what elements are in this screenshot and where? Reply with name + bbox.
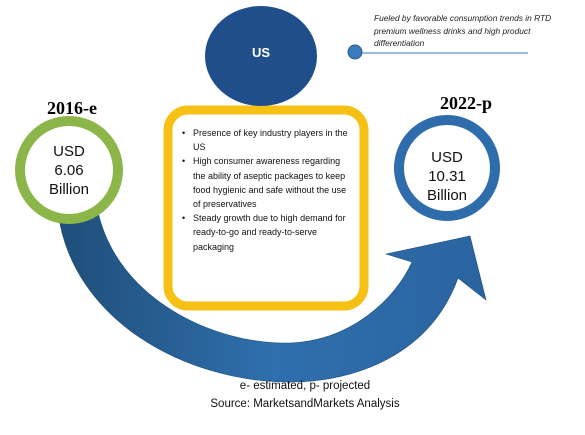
driver-item: Presence of key industry players in the … bbox=[180, 126, 350, 154]
driver-item: Steady growth due to high demand for rea… bbox=[180, 211, 350, 254]
legend-text: e- estimated, p- projected bbox=[239, 380, 371, 392]
note-text: Fueled by favorable consumption trends i… bbox=[374, 13, 552, 48]
end-year-label: 2022-p bbox=[440, 93, 493, 113]
drivers-list: Presence of key industry players in the … bbox=[180, 126, 350, 254]
source-text: Source: MarketsandMarkets Analysis bbox=[210, 398, 400, 410]
end-amount: 10.31 bbox=[428, 168, 466, 185]
end-unit: Billion bbox=[426, 187, 468, 204]
start-currency: USD bbox=[53, 143, 85, 160]
driver-item: High consumer awareness regarding the ab… bbox=[180, 154, 350, 211]
region-label: US bbox=[251, 45, 271, 60]
region-circle bbox=[205, 6, 317, 106]
start-amount: 6.06 bbox=[54, 162, 84, 179]
start-year-label: 2016-e bbox=[47, 98, 97, 118]
end-currency: USD bbox=[431, 149, 463, 166]
end-value: USD 10.31 Billion bbox=[407, 148, 487, 205]
growth-arrow bbox=[57, 211, 487, 383]
end-value-ring bbox=[394, 115, 500, 221]
note-dot-icon bbox=[347, 44, 363, 60]
start-unit: Billion bbox=[48, 181, 90, 198]
start-value: USD 6.06 Billion bbox=[29, 142, 109, 199]
start-value-ring bbox=[15, 116, 123, 224]
